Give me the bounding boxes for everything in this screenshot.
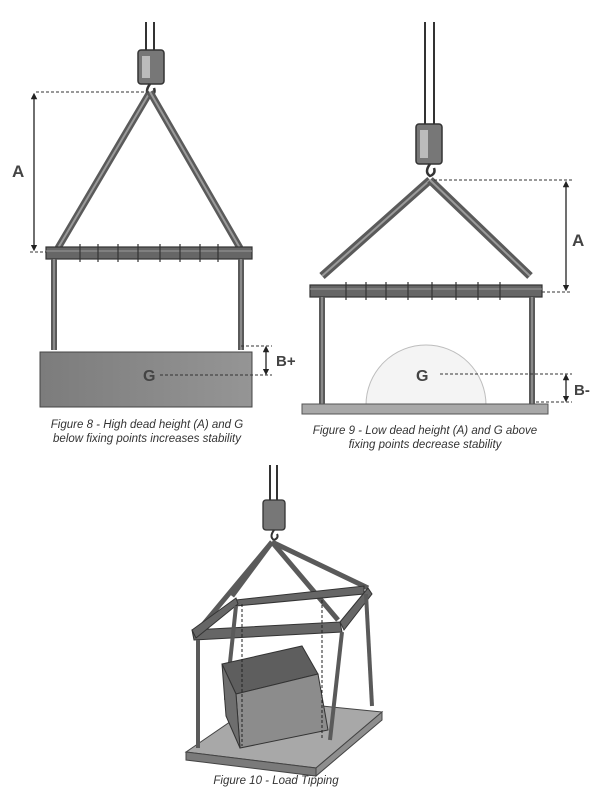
figure-10-diagram bbox=[184, 465, 384, 778]
hook-block bbox=[262, 499, 286, 542]
center-of-gravity-label: G bbox=[416, 368, 428, 385]
spreader-frame bbox=[191, 585, 373, 641]
figure-9-caption: Figure 9 - Low dead height (A) and G abo… bbox=[296, 424, 554, 452]
dimension-b-label: B- bbox=[574, 382, 590, 399]
dome-load bbox=[365, 344, 487, 406]
figure-9-diagram: A B- G bbox=[301, 22, 590, 415]
center-of-gravity-label: G bbox=[143, 368, 155, 385]
dimension-a-label: A bbox=[572, 231, 584, 250]
tipping-load-box bbox=[221, 645, 329, 749]
platform bbox=[301, 403, 549, 415]
caption-line: Figure 9 - Low dead height (A) and G abo… bbox=[312, 425, 538, 437]
caption-line: below fixing points increases stability bbox=[53, 433, 241, 445]
figure-10-caption: Figure 10 - Load Tipping bbox=[176, 774, 376, 788]
hook-block bbox=[137, 49, 165, 98]
figure-8-diagram: A B+ G bbox=[12, 22, 296, 408]
dimension-b-label: B+ bbox=[276, 353, 296, 370]
caption-line: Figure 10 - Load Tipping bbox=[213, 775, 339, 787]
spreader-beam bbox=[309, 282, 543, 300]
caption-line: Figure 8 - High dead height (A) and G bbox=[50, 419, 244, 431]
load-box bbox=[39, 351, 253, 408]
hook-block bbox=[415, 123, 443, 178]
caption-line: fixing points decrease stability bbox=[348, 439, 502, 451]
dimension-a-label: A bbox=[12, 162, 24, 181]
figure-8-caption: Figure 8 - High dead height (A) and G be… bbox=[18, 418, 276, 446]
spreader-beam bbox=[45, 244, 253, 262]
